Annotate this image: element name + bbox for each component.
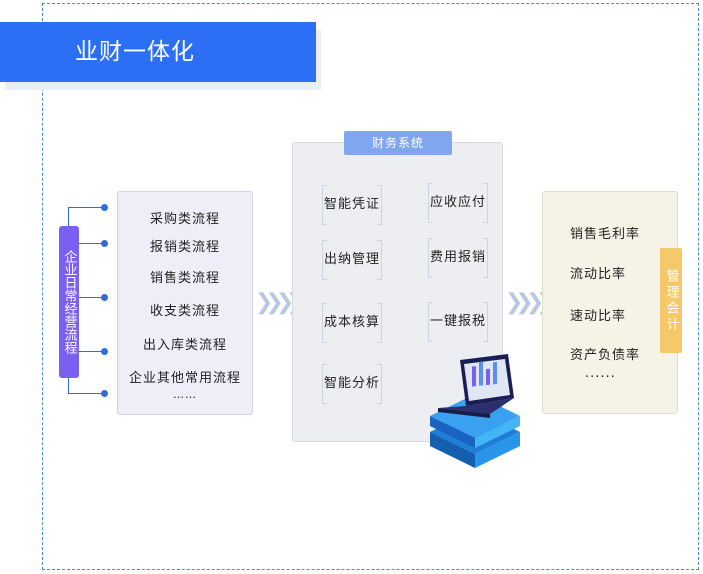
process-box: 采购类流程 报销类流程 销售类流程 收支类流程 出入库类流程 企业其他常用流程 … — [117, 191, 253, 415]
metric-item: 销售毛利率 — [570, 227, 641, 242]
page-title: 业财一体化 — [75, 39, 195, 65]
metric-item: 速动比率 — [570, 309, 627, 324]
connector-line — [72, 351, 104, 352]
connector-dot — [101, 204, 108, 211]
process-ellipsis: …… — [173, 388, 197, 401]
metrics-box — [542, 191, 678, 414]
finance-item: 应收应付 — [428, 183, 488, 223]
connector-line — [72, 297, 104, 298]
metric-ellipsis: ······ — [585, 370, 616, 385]
connector-dot — [101, 240, 108, 247]
finance-item: 一键报税 — [428, 302, 488, 342]
finance-item: 费用报销 — [428, 238, 488, 278]
daily-operation-label: 企业日常经营流程 — [59, 226, 79, 378]
finance-item: 智能分析 — [322, 364, 382, 404]
finance-item: 出纳管理 — [322, 240, 382, 280]
process-item: 销售类流程 — [149, 271, 220, 286]
management-accounting-tab: 管理会计 — [660, 248, 682, 353]
connector-line — [72, 243, 104, 244]
connector-line — [68, 207, 104, 208]
process-item: 收支类流程 — [149, 304, 220, 319]
connector-dot — [101, 348, 108, 355]
dashed-frame — [42, 3, 699, 570]
finance-item: 成本核算 — [322, 303, 382, 343]
finance-system-tab: 财务系统 — [344, 131, 452, 155]
metric-item: 资产负债率 — [570, 348, 641, 363]
title-banner: 业财一体化 — [0, 22, 316, 82]
process-item: 企业其他常用流程 — [128, 371, 241, 386]
process-item: 采购类流程 — [149, 212, 220, 227]
connector-dot — [101, 390, 108, 397]
metric-item: 流动比率 — [570, 267, 627, 282]
process-item: 出入库类流程 — [142, 338, 227, 353]
finance-item: 智能凭证 — [322, 185, 382, 225]
process-item: 报销类流程 — [149, 240, 220, 255]
connector-dot — [101, 294, 108, 301]
connector-line — [68, 393, 104, 394]
laptop-illustration — [430, 354, 520, 468]
